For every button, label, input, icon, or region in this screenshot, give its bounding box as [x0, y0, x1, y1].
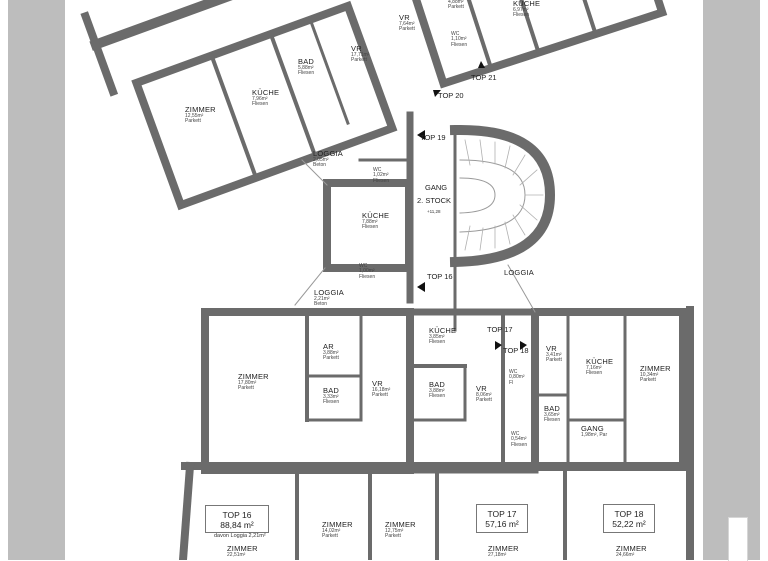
right-margin-panel — [703, 0, 760, 560]
entrance-top21: TOP 21 — [471, 73, 497, 82]
right-panel-notch — [728, 517, 748, 561]
entrance-top18: TOP 18 — [503, 346, 529, 355]
entrance-top16: TOP 16 — [427, 272, 453, 281]
entrance-top17: TOP 17 — [487, 325, 513, 334]
entrance-top19: TOP 19 — [420, 133, 446, 142]
elevation-note: +11,28 — [427, 209, 441, 214]
floor-plan: GANG 2. STOCK +11,28 TOP 19 TOP 20 TOP 2… — [65, 0, 703, 560]
floor-sub-label: 2. STOCK — [417, 196, 452, 205]
entrance-top20: TOP 20 — [438, 91, 464, 100]
entrance-arrows — [417, 61, 527, 350]
top-apartment-walls — [404, 0, 668, 89]
floor-plan-walls — [80, 0, 694, 560]
floor-label: GANG — [425, 183, 448, 192]
left-margin-panel — [8, 0, 65, 560]
nw-apartment-walls — [80, 0, 398, 211]
room-stair-loggia: LOGGIA — [504, 268, 534, 277]
unit-note-top16: davon Loggia 2,21m² — [214, 533, 266, 539]
